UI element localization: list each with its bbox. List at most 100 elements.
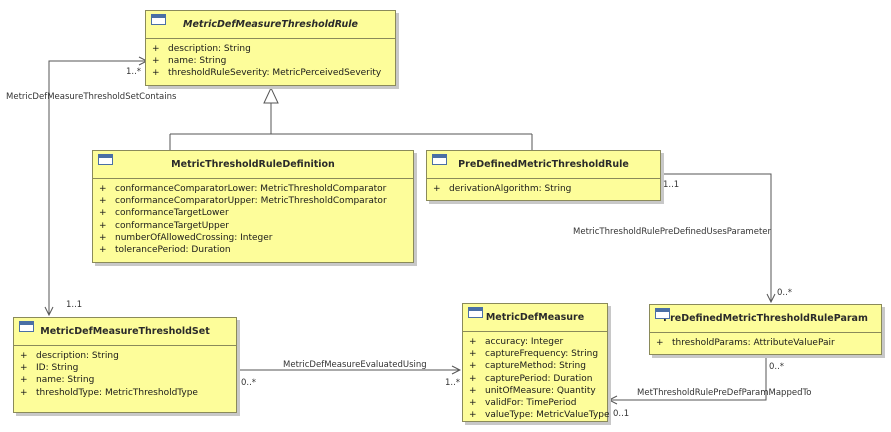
visibility-marker: + (99, 184, 107, 194)
class-name: PreDefinedMetricThresholdRule (458, 159, 629, 170)
multiplicity-label: 0..* (769, 362, 785, 372)
attribute-row: +name: String (152, 55, 391, 67)
generalization-connector[interactable] (169, 86, 533, 150)
visibility-marker: + (152, 68, 160, 79)
class-icon (655, 308, 670, 319)
attribute-row: + thresholdParams: AttributeValuePair (656, 337, 877, 349)
attribute-text: conformanceTargetLower (115, 208, 229, 219)
class-name: MetricDefMeasure (485, 312, 585, 323)
attribute-row: + numberOfAllowedCrossing: Integer (99, 232, 409, 244)
attribute-list: + conformanceComparatorLower: MetricThres… (93, 179, 413, 256)
class-name: PreDefinedMetricThresholdRuleParam (663, 313, 868, 324)
attribute-text: numberOfAllowedCrossing: Integer (115, 232, 273, 243)
mapped-to-connector[interactable] (609, 357, 767, 400)
class-metric-def-measure-threshold-set[interactable]: MetricDefMeasureThresholdSet + descriptio… (13, 317, 237, 413)
attribute-row: + ID: String (20, 362, 232, 374)
multiplicity-label: 0..* (241, 378, 257, 388)
attribute-row: + thresholdRuleSeverity: MetricPerceivedS… (152, 67, 391, 79)
attribute-row: + description: String (152, 43, 391, 55)
multiplicity-label: 1..1 (663, 180, 680, 190)
attribute-text: description: String (36, 351, 119, 361)
attribute-text: description: String (168, 44, 251, 54)
visibility-marker: + (469, 397, 477, 408)
visibility-marker: + (99, 220, 107, 231)
association-label-mapped-to: MetThresholdRulePreDefParamMappedTo (637, 388, 812, 398)
attribute-list: + thresholdParams: AttributeValuePair (650, 333, 881, 349)
class-name: MetricDefMeasureThresholdRule (183, 19, 358, 30)
attribute-list: + description: String + ID: String + name: … (14, 346, 236, 399)
visibility-marker: + (20, 351, 28, 361)
attribute-row: + captureFrequency: String (469, 348, 603, 360)
attribute-row: +unitOfMeasure: Quantity (469, 385, 603, 397)
attribute-text: conformanceComparatorLower: MetricThresh… (115, 184, 387, 194)
attribute-text: accuracy: Integer (485, 337, 564, 347)
visibility-marker: + (152, 44, 160, 54)
set-contains-connector[interactable] (48, 61, 147, 315)
attribute-list: +derivationAlgorithm: String (427, 179, 660, 195)
attribute-text: thresholdParams: AttributeValuePair (672, 338, 835, 348)
attribute-row: + conformanceTargetUpper (99, 220, 409, 232)
class-icon (19, 321, 34, 332)
visibility-marker: + (20, 387, 28, 398)
class-icon (151, 14, 166, 25)
class-pre-defined-metric-threshold-rule-param[interactable]: PreDefinedMetricThresholdRuleParam + thre… (649, 304, 882, 355)
attribute-text: conformanceTargetUpper (115, 220, 229, 231)
attribute-row: + description: String (20, 350, 232, 362)
attribute-text: ID: String (36, 363, 79, 374)
multiplicity-label: 0..* (777, 288, 793, 298)
class-icon (432, 154, 447, 165)
visibility-marker: + (469, 337, 477, 347)
attribute-text: name: String (36, 375, 95, 386)
attribute-row: +thresholdType: MetricThresholdType (20, 387, 232, 399)
attribute-text: validFor: TimePeriod (485, 397, 577, 408)
visibility-marker: + (469, 410, 477, 421)
multiplicity-label: 0..1 (613, 409, 630, 419)
attribute-text: captureFrequency: String (485, 349, 599, 360)
attribute-row: + captureMethod: String (469, 360, 603, 372)
visibility-marker: + (20, 375, 28, 386)
visibility-marker: + (20, 363, 28, 374)
attribute-row: + valueType: MetricValueType (469, 409, 610, 421)
visibility-marker: + (99, 208, 107, 219)
attribute-list: + description: String +name: String + thre… (146, 39, 395, 80)
class-metric-def-measure-threshold-rule[interactable]: MetricDefMeasureThresholdRule + descripti… (145, 10, 396, 86)
attribute-text: valueType: MetricValueType (485, 410, 610, 421)
visibility-marker: + (433, 184, 441, 194)
visibility-marker: + (469, 361, 477, 372)
visibility-marker: + (469, 373, 477, 384)
class-header: MetricThresholdRuleDefinition (93, 151, 413, 179)
visibility-marker: + (99, 244, 107, 255)
attribute-row: +conformanceComparatorUpper: MetricThres… (99, 195, 409, 207)
attribute-text: unitOfMeasure: Quantity (485, 385, 596, 396)
class-header: MetricDefMeasure (463, 304, 607, 332)
uses-parameter-connector[interactable] (655, 174, 771, 302)
attribute-row: + name: String (20, 374, 232, 386)
attribute-row: +capturePeriod: Duration (469, 373, 603, 385)
class-name: MetricThresholdRuleDefinition (171, 159, 335, 170)
attribute-row: +derivationAlgorithm: String (433, 183, 656, 195)
class-pre-defined-metric-threshold-rule[interactable]: PreDefinedMetricThresholdRule +derivatio… (426, 150, 661, 201)
attribute-text: thresholdRuleSeverity: MetricPerceivedSe… (168, 68, 382, 79)
attribute-row: + validFor: TimePeriod (469, 397, 603, 409)
class-metric-def-measure[interactable]: MetricDefMeasure +accuracy: Integer +cap… (462, 303, 610, 422)
association-label-evaluated-using: MetricDefMeasureEvaluatedUsing (283, 360, 427, 370)
inheritance-triangle (263, 86, 279, 104)
attribute-text: captureMethod: String (485, 361, 586, 372)
visibility-marker: + (469, 349, 477, 360)
visibility-marker: + (99, 232, 107, 243)
class-icon (98, 154, 113, 165)
class-metric-threshold-rule-definition[interactable]: MetricThresholdRuleDefinition +conforman… (92, 150, 414, 263)
visibility-marker: + (656, 338, 664, 348)
attribute-row: + accuracy: Integer (469, 336, 603, 348)
multiplicity-label: 1..1 (66, 300, 83, 310)
class-header: PreDefinedMetricThresholdRuleParam (650, 305, 881, 333)
association-label-uses-parameter: MetricThresholdRulePreDefinedUsesParamet… (573, 227, 772, 237)
attribute-text: name: String (168, 56, 227, 67)
multiplicity-label: 1..* (445, 378, 461, 388)
association-label-set-contains: MetricDefMeasureThresholdSetContains (6, 92, 177, 102)
attribute-row: +tolerancePeriod: Duration (99, 244, 409, 256)
class-header: MetricDefMeasureThresholdRule (146, 11, 395, 39)
class-icon (468, 307, 483, 318)
class-name: MetricDefMeasureThresholdSet (40, 326, 210, 337)
multiplicity-label: 1..* (126, 67, 142, 77)
